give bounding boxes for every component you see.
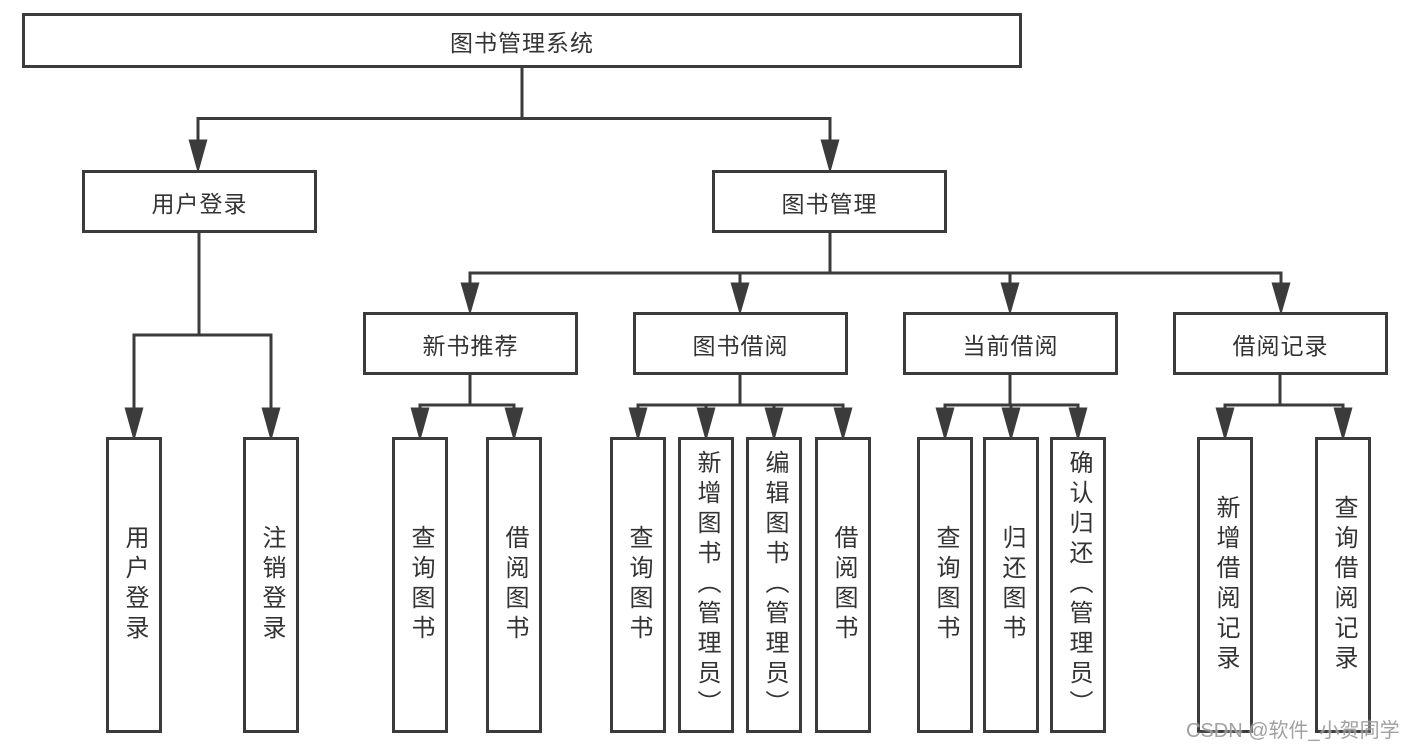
leaf-br-query-record-label: 查询借阅记录 (1330, 495, 1357, 675)
node-current-borrow-label: 当前借阅 (962, 332, 1059, 359)
node-book-borrow: 图书借阅 (633, 312, 848, 375)
leaf-user-login: 用户登录 (106, 437, 162, 733)
leaf-nb-borrow-books-label: 借阅图书 (501, 525, 528, 645)
connector-book-mgmt-split (460, 232, 1291, 316)
leaf-nb-query-books-label: 查询图书 (407, 525, 434, 645)
node-book-mgmt: 图书管理 (712, 170, 947, 233)
leaf-br-add-record-label: 新增借阅记录 (1212, 495, 1239, 675)
node-user-login-label: 用户登录 (151, 190, 248, 217)
node-new-book-recommend: 新书推荐 (363, 312, 578, 375)
leaf-logout-label: 注销登录 (258, 525, 285, 645)
node-root-label: 图书管理系统 (450, 29, 594, 56)
connector-root-split (188, 66, 840, 174)
connector-borrow-records-split (1215, 375, 1353, 442)
leaf-bb-add-books-admin-label: 新增图书（管理员） (693, 450, 720, 720)
leaf-cb-return-books-label: 归还图书 (998, 525, 1025, 645)
node-current-borrow: 当前借阅 (903, 312, 1118, 375)
leaf-nb-borrow-books: 借阅图书 (486, 437, 542, 733)
leaf-bb-query-books: 查询图书 (610, 437, 666, 733)
connector-current-borrow-split (935, 375, 1088, 442)
node-root: 图书管理系统 (22, 13, 1022, 68)
leaf-br-add-record: 新增借阅记录 (1197, 437, 1253, 733)
node-book-mgmt-label: 图书管理 (781, 190, 878, 217)
node-borrow-records-label: 借阅记录 (1232, 332, 1329, 359)
leaf-bb-borrow-books-label: 借阅图书 (830, 525, 857, 645)
leaf-cb-confirm-return-admin-label: 确认归还（管理员） (1065, 450, 1092, 720)
csdn-watermark: CSDN @软件_小贺同学 (1186, 720, 1400, 742)
leaf-cb-query-books: 查询图书 (917, 437, 973, 733)
node-book-borrow-label: 图书借阅 (692, 332, 789, 359)
node-borrow-records: 借阅记录 (1173, 312, 1388, 375)
leaf-bb-edit-books-admin: 编辑图书（管理员） (746, 437, 802, 733)
connector-user-login-split (124, 232, 281, 442)
leaf-logout: 注销登录 (243, 437, 299, 733)
leaf-cb-return-books: 归还图书 (983, 437, 1039, 733)
node-user-login: 用户登录 (82, 170, 317, 233)
leaf-bb-borrow-books: 借阅图书 (815, 437, 871, 733)
leaf-bb-add-books-admin: 新增图书（管理员） (678, 437, 734, 733)
connector-book-borrow-split (628, 375, 853, 442)
connector-new-book-split (410, 375, 524, 442)
leaf-cb-confirm-return-admin: 确认归还（管理员） (1050, 437, 1106, 733)
leaf-user-login-label: 用户登录 (121, 525, 148, 645)
leaf-nb-query-books: 查询图书 (392, 437, 448, 733)
node-new-book-recommend-label: 新书推荐 (422, 332, 519, 359)
leaf-bb-edit-books-admin-label: 编辑图书（管理员） (761, 450, 788, 720)
leaf-br-query-record: 查询借阅记录 (1315, 437, 1371, 733)
leaf-bb-query-books-label: 查询图书 (625, 525, 652, 645)
leaf-cb-query-books-label: 查询图书 (932, 525, 959, 645)
